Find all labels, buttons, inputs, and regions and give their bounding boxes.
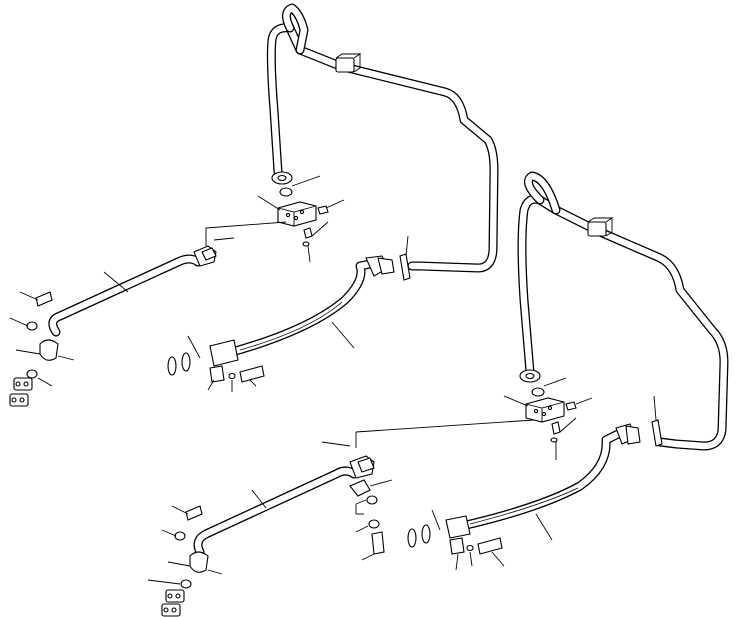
pressure-pipe-upper-left — [48, 253, 211, 337]
pipe-clamp-lower — [587, 221, 607, 237]
hose-end-fittings-lower — [407, 509, 505, 571]
fitting-stack-lower — [147, 505, 223, 617]
pressure-pipe-lower-left — [193, 465, 367, 557]
o-ring-lower — [531, 387, 545, 397]
loose-parts-middle — [349, 479, 393, 561]
hose-upper — [227, 259, 375, 357]
hose-lower — [457, 429, 623, 531]
fitting-stack-left — [9, 291, 75, 407]
o-ring — [279, 187, 293, 197]
junction-block — [277, 201, 317, 227]
pipe-clamp-upper — [335, 57, 355, 73]
return-pipe-upper — [266, 3, 499, 273]
hose-end-fittings — [167, 335, 265, 392]
junction-block-lower — [525, 397, 565, 423]
return-pipe-lower — [517, 171, 729, 451]
